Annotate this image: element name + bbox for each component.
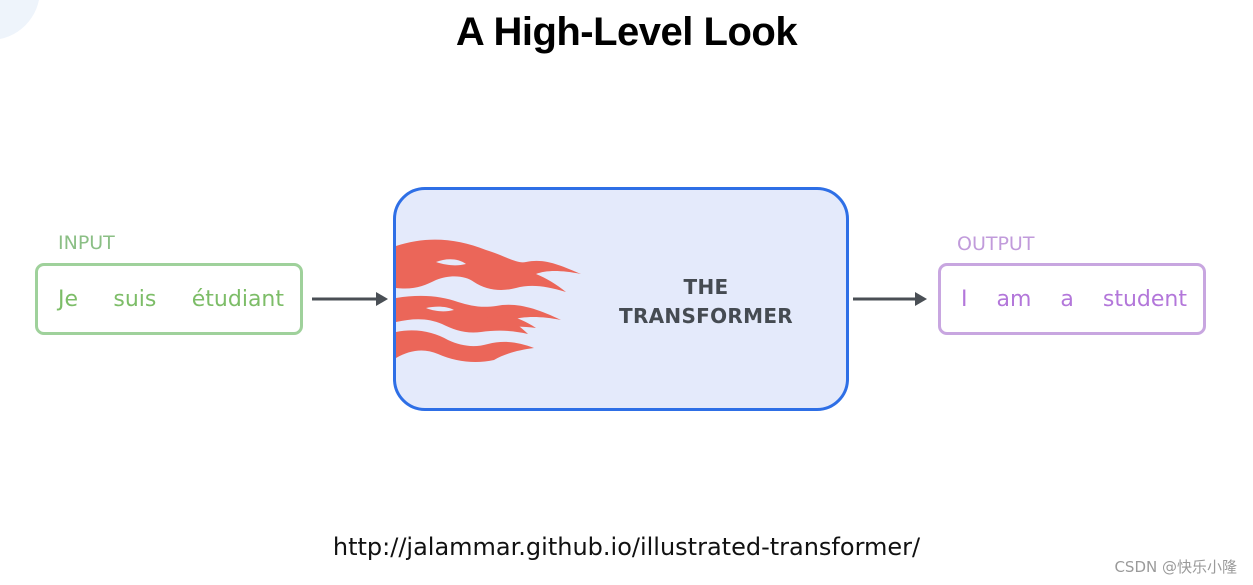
output-token: am — [996, 286, 1032, 312]
output-token: a — [1060, 286, 1074, 312]
input-box: Je suis étudiant — [35, 263, 303, 335]
output-label: OUTPUT — [957, 233, 1035, 255]
input-label: INPUT — [58, 232, 115, 254]
output-arrow — [853, 292, 927, 306]
watermark: CSDN @快乐小隆 — [1114, 558, 1237, 576]
input-token: suis — [113, 286, 157, 312]
source-link[interactable]: http://jalammar.github.io/illustrated-tr… — [332, 533, 921, 561]
output-box: I am a student — [938, 263, 1206, 335]
transformer-label: THE TRANSFORMER — [616, 273, 796, 331]
input-token: étudiant — [191, 286, 284, 312]
output-token: I — [961, 286, 968, 312]
page-title: A High-Level Look — [455, 10, 798, 54]
transformer-label-line: TRANSFORMER — [619, 304, 793, 328]
flame-icon — [396, 239, 581, 362]
output-token: student — [1102, 286, 1187, 312]
input-token: Je — [58, 286, 79, 312]
transformer-label-line: THE — [683, 275, 729, 299]
transformer-box: THE TRANSFORMER — [393, 187, 849, 411]
input-arrow — [312, 292, 388, 306]
